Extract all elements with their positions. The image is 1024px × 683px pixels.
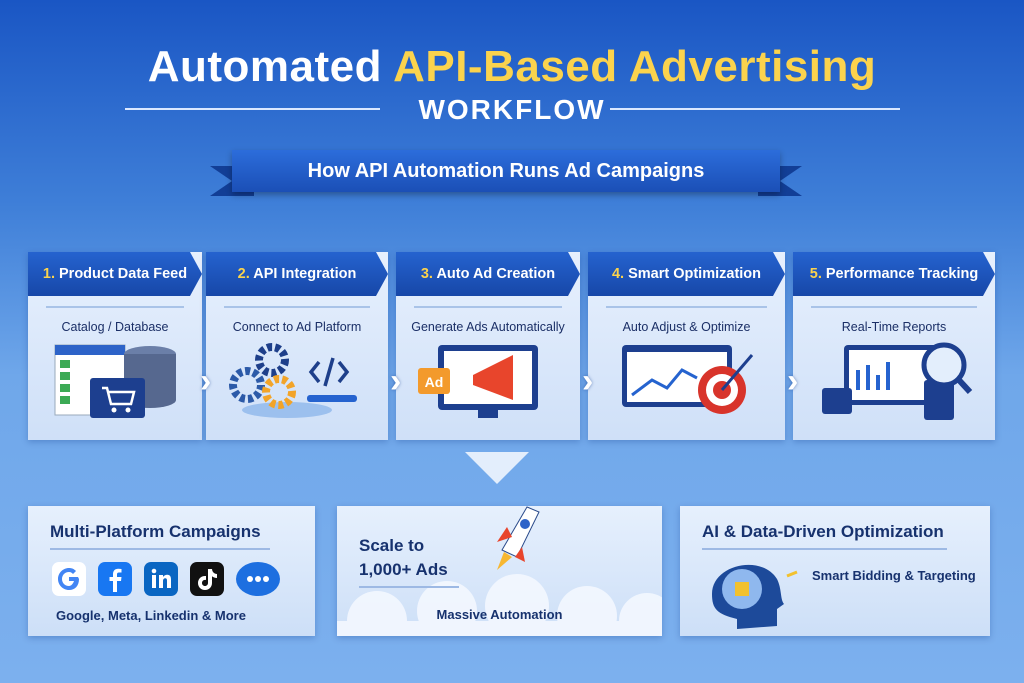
card-caption: Smart Bidding & Targeting — [812, 568, 976, 583]
subtitle: WORKFLOW — [418, 94, 606, 125]
gears-code-icon — [229, 343, 357, 418]
step-title: Performance Tracking — [825, 266, 979, 282]
card-title: Multi-Platform Campaigns — [50, 522, 261, 541]
card-caption: Massive Automation — [436, 607, 563, 622]
scale-card: Scale to 1,000+ Ads Massive Automation — [337, 506, 662, 636]
step-card-1: 1. Product Data Feed Catalog / Database — [28, 252, 202, 440]
more-chat-icon — [236, 562, 280, 596]
ai-brain-head-icon — [712, 564, 798, 629]
chevron-right-icon: › — [582, 362, 594, 400]
step-desc: Catalog / Database — [61, 320, 169, 334]
card-title: AI & Data-Driven Optimization — [702, 522, 944, 541]
clouds-illustration — [337, 574, 662, 636]
step-card-5: 5. Performance Tracking Real-Time Report… — [793, 252, 995, 440]
step-desc: Connect to Ad Platform — [232, 320, 362, 334]
card-caption: Google, Meta, Linkedin & More — [56, 608, 246, 623]
ai-optimization-card: AI & Data-Driven Optimization Smart Bidd… — [680, 506, 990, 636]
rocket-icon — [497, 506, 540, 570]
title-highlight: API-Based Advertising — [393, 42, 877, 91]
target-chart-icon — [621, 345, 753, 414]
title-part1: Automated — [147, 42, 382, 91]
divider-right — [610, 108, 900, 110]
step-title: Product Data Feed — [59, 266, 188, 282]
divider-left — [125, 108, 380, 110]
arrow-down-icon — [465, 452, 529, 484]
tiktok-icon — [190, 562, 224, 596]
report-magnifier-icon — [822, 342, 973, 420]
step-desc: Auto Adjust & Optimize — [622, 320, 751, 334]
linkedin-icon — [144, 562, 178, 596]
facebook-icon — [98, 562, 132, 596]
ad-badge: Ad — [425, 374, 444, 390]
step-number: 2. — [237, 266, 250, 282]
multi-platform-card: Multi-Platform Campaigns Google, Meta, L… — [28, 506, 315, 636]
step-title: API Integration — [253, 266, 357, 282]
step-number: 1. — [42, 266, 55, 282]
step-title: Smart Optimization — [628, 266, 762, 282]
step-number: 5. — [809, 266, 822, 282]
step-number: 4. — [611, 266, 625, 282]
chevron-right-icon: › — [390, 362, 402, 400]
step-card-4: 4. Smart Optimization Auto Adjust & Opti… — [588, 252, 785, 440]
step-card-2: 2. API Integration Connect to Ad Platfor… — [206, 252, 388, 440]
page-title: Automated API-Based Advertising — [0, 42, 1024, 92]
google-icon — [52, 562, 86, 596]
chevron-right-icon: › — [200, 362, 212, 400]
database-cart-icon — [54, 344, 176, 418]
step-number: 3. — [420, 266, 433, 282]
chevron-right-icon: › — [787, 362, 799, 400]
megaphone-ad-icon: Ad — [418, 345, 538, 418]
step-title: Auto Ad Creation — [436, 266, 556, 282]
scale-line2: 1,000+ Ads — [359, 560, 448, 579]
step-desc: Real-Time Reports — [841, 320, 947, 334]
step-desc: Generate Ads Automatically — [411, 320, 565, 334]
step-card-3: 3. Auto Ad Creation Generate Ads Automat… — [396, 252, 580, 440]
scale-line1: Scale to — [359, 536, 425, 555]
ribbon-banner: How API Automation Runs Ad Campaigns — [232, 150, 780, 192]
